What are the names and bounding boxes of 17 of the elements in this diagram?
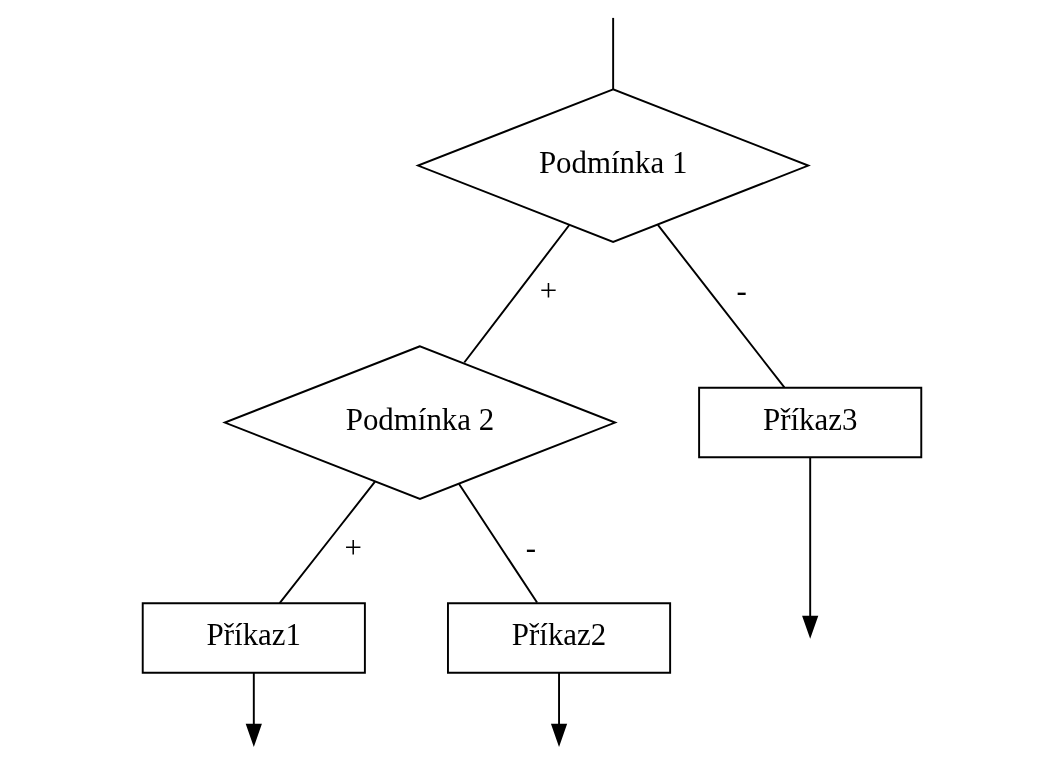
- edge-label: +: [344, 530, 362, 566]
- connector: [656, 224, 785, 389]
- arrow: [245, 671, 262, 747]
- connector: [611, 16, 614, 91]
- node-box: Příkaz1: [141, 602, 366, 674]
- edge-label: -: [525, 530, 536, 566]
- edge-label: -: [735, 273, 747, 309]
- connector: [462, 224, 570, 364]
- arrow: [550, 671, 567, 747]
- node-box: Příkaz3: [697, 386, 922, 459]
- connector: [457, 483, 538, 604]
- arrow: [801, 456, 818, 639]
- node-diamond: Podmínka 1: [414, 88, 811, 243]
- node-diamond: Podmínka 2: [221, 345, 618, 500]
- connector: [278, 480, 376, 605]
- node-box: Příkaz2: [446, 602, 671, 674]
- edge-label: +: [539, 273, 557, 309]
